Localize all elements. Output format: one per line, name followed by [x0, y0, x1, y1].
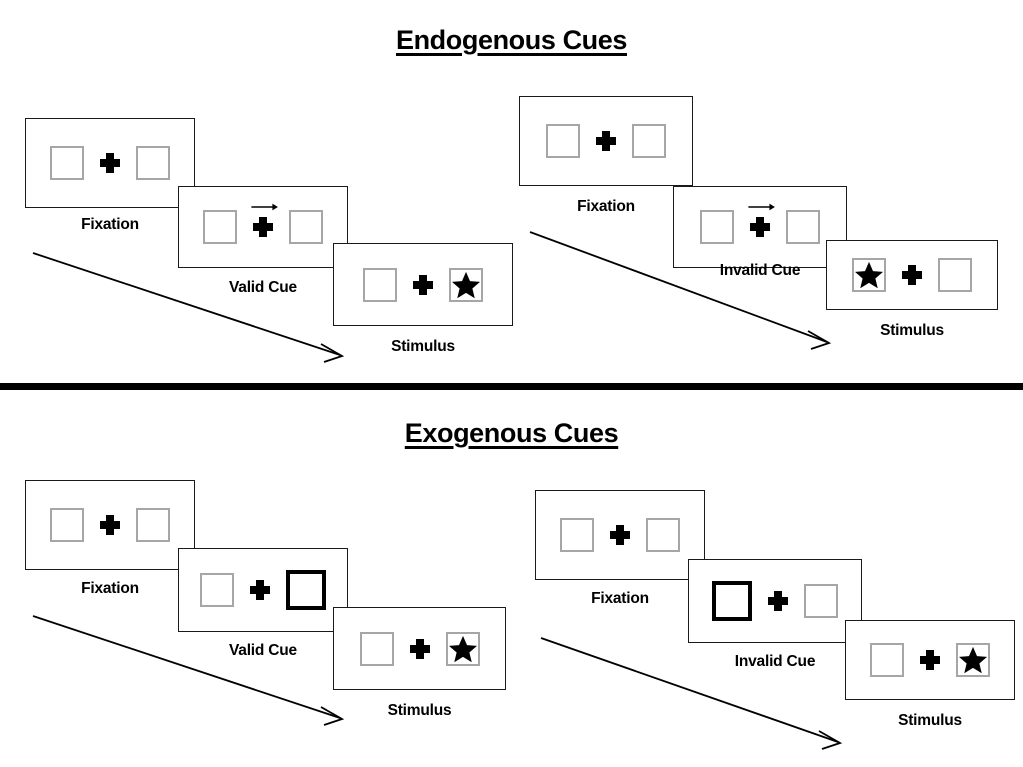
- placeholder-box-right: [646, 518, 680, 552]
- plus-icon: [100, 515, 120, 535]
- fixation-cross-stack: [251, 203, 278, 237]
- panel-content: [50, 508, 170, 542]
- fixation-cross-stack: [100, 153, 120, 173]
- panel-content: [50, 146, 170, 180]
- panel-content: [200, 570, 326, 610]
- placeholder-box-left: [363, 267, 397, 302]
- panel-content: [203, 203, 323, 244]
- plus-icon: [100, 153, 120, 173]
- timeline-arrow-exogenous-valid: [32, 615, 345, 726]
- star-icon: [959, 646, 987, 674]
- panel-caption-fixation: Fixation: [577, 198, 635, 215]
- plus-icon: [610, 525, 630, 545]
- trial-panel-endogenous-invalid-stimulus: [826, 240, 998, 310]
- placeholder-box-left: [852, 258, 886, 292]
- plus-icon: [596, 131, 616, 151]
- placeholder-box-right: [938, 258, 972, 292]
- placeholder-box-right: [956, 643, 990, 677]
- trial-panel-exogenous-invalid-stimulus: [845, 620, 1015, 700]
- arrow-right-icon: [251, 203, 278, 211]
- panel-caption-stimulus: Stimulus: [880, 322, 944, 339]
- timeline-arrow-endogenous-valid: [32, 252, 345, 363]
- plus-icon: [920, 650, 940, 670]
- panel-content: [363, 267, 483, 302]
- fixation-cross-stack: [902, 265, 922, 285]
- timeline-arrow-exogenous-invalid: [540, 637, 843, 750]
- trial-panel-endogenous-valid-stimulus: [333, 243, 513, 326]
- panel-caption-fixation: Fixation: [81, 580, 139, 597]
- trial-panel-exogenous-invalid-cue: [688, 559, 862, 643]
- plus-icon: [250, 580, 270, 600]
- placeholder-box-right: [445, 631, 480, 666]
- section-title-endogenous: Endogenous Cues: [395, 25, 627, 55]
- fixation-cross-stack: [100, 515, 120, 535]
- panel-caption-invalid-cue: Invalid Cue: [734, 653, 816, 670]
- placeholder-box-left: [546, 124, 580, 158]
- cued-box-left: [712, 581, 752, 621]
- panel-content: [852, 258, 972, 292]
- placeholder-box-right: [136, 508, 170, 542]
- panel-content: [700, 203, 820, 244]
- fixation-cross-stack: [413, 274, 433, 295]
- placeholder-box-left: [203, 210, 237, 244]
- trial-panel-endogenous-valid-cue: [178, 186, 348, 268]
- plus-icon: [413, 274, 433, 295]
- star-icon: [452, 271, 480, 298]
- panel-content: [870, 643, 990, 677]
- placeholder-box-right: [289, 210, 323, 244]
- panel-caption-fixation: Fixation: [591, 590, 649, 607]
- trial-panel-endogenous-valid-fixation: [25, 118, 195, 208]
- arrow-right-icon: [748, 203, 775, 211]
- plus-icon: [750, 217, 770, 237]
- timeline-arrow-endogenous-invalid: [529, 231, 832, 350]
- panel-content: [546, 124, 666, 158]
- trial-panel-exogenous-valid-fixation: [25, 480, 195, 570]
- panel-content: [712, 581, 838, 621]
- trial-panel-endogenous-invalid-fixation: [519, 96, 693, 186]
- star-icon: [855, 261, 883, 289]
- plus-icon: [253, 217, 273, 237]
- panel-caption-valid-cue: Valid Cue: [229, 279, 297, 296]
- placeholder-box-left: [200, 573, 234, 607]
- plus-icon: [768, 591, 788, 611]
- trial-panel-exogenous-valid-stimulus: [333, 607, 506, 690]
- panel-caption-valid-cue: Valid Cue: [229, 642, 297, 659]
- panel-content: [359, 631, 480, 666]
- placeholder-box-left: [700, 210, 734, 244]
- placeholder-box-right: [136, 146, 170, 180]
- trial-panel-exogenous-valid-cue: [178, 548, 348, 632]
- placeholder-box-left: [359, 631, 394, 666]
- fixation-cross-stack: [596, 131, 616, 151]
- fixation-cross-stack: [409, 638, 430, 659]
- panel-caption-stimulus: Stimulus: [387, 702, 452, 719]
- plus-icon: [409, 638, 430, 659]
- panel-content: [560, 518, 680, 552]
- fixation-cross-stack: [920, 650, 940, 670]
- plus-icon: [902, 265, 922, 285]
- panel-caption-invalid-cue: Invalid Cue: [719, 262, 801, 279]
- placeholder-box-left: [560, 518, 594, 552]
- cued-box-right: [286, 570, 326, 610]
- placeholder-box-left: [50, 508, 84, 542]
- placeholder-box-right: [632, 124, 666, 158]
- trial-panel-exogenous-invalid-fixation: [535, 490, 705, 580]
- panel-caption-fixation: Fixation: [81, 216, 139, 233]
- placeholder-box-left: [870, 643, 904, 677]
- star-icon: [448, 635, 477, 662]
- section-title-exogenous: Exogenous Cues: [404, 418, 619, 448]
- placeholder-box-right: [786, 210, 820, 244]
- fixation-cross-stack: [748, 203, 775, 237]
- section-divider: [0, 383, 1023, 390]
- panel-caption-stimulus: Stimulus: [391, 338, 455, 355]
- placeholder-box-right: [449, 267, 483, 302]
- fixation-cross-stack: [768, 591, 788, 611]
- trial-panel-endogenous-invalid-cue: [673, 186, 847, 268]
- placeholder-box-left: [50, 146, 84, 180]
- fixation-cross-stack: [250, 580, 270, 600]
- placeholder-box-right: [804, 584, 838, 618]
- fixation-cross-stack: [610, 525, 630, 545]
- panel-caption-stimulus: Stimulus: [898, 712, 962, 729]
